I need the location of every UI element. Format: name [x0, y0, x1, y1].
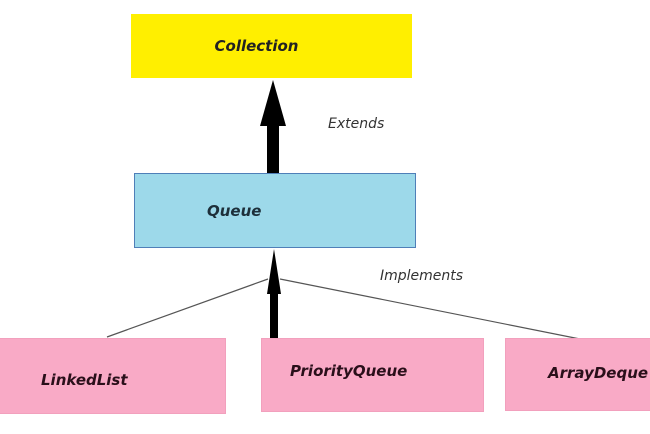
implements-line-arraydeque — [279, 278, 581, 340]
implements-line-linkedlist — [106, 278, 269, 338]
implements-label: Implements — [380, 268, 464, 284]
queue-node: Queue — [134, 173, 416, 248]
priorityqueue-node: PriorityQueue — [261, 338, 484, 412]
queue-label: Queue — [207, 201, 262, 220]
extends-label: Extends — [328, 116, 385, 132]
priorityqueue-label: PriorityQueue — [290, 362, 408, 380]
arraydeque-node: ArrayDeque — [505, 338, 650, 411]
extends-arrow — [260, 80, 286, 173]
collection-node: Collection — [131, 14, 412, 78]
implements-arrow — [267, 249, 281, 338]
linkedlist-label: LinkedList — [41, 371, 128, 389]
collection-label: Collection — [214, 37, 299, 55]
linkedlist-node: LinkedList — [0, 338, 226, 414]
arraydeque-label: ArrayDeque — [548, 363, 649, 382]
